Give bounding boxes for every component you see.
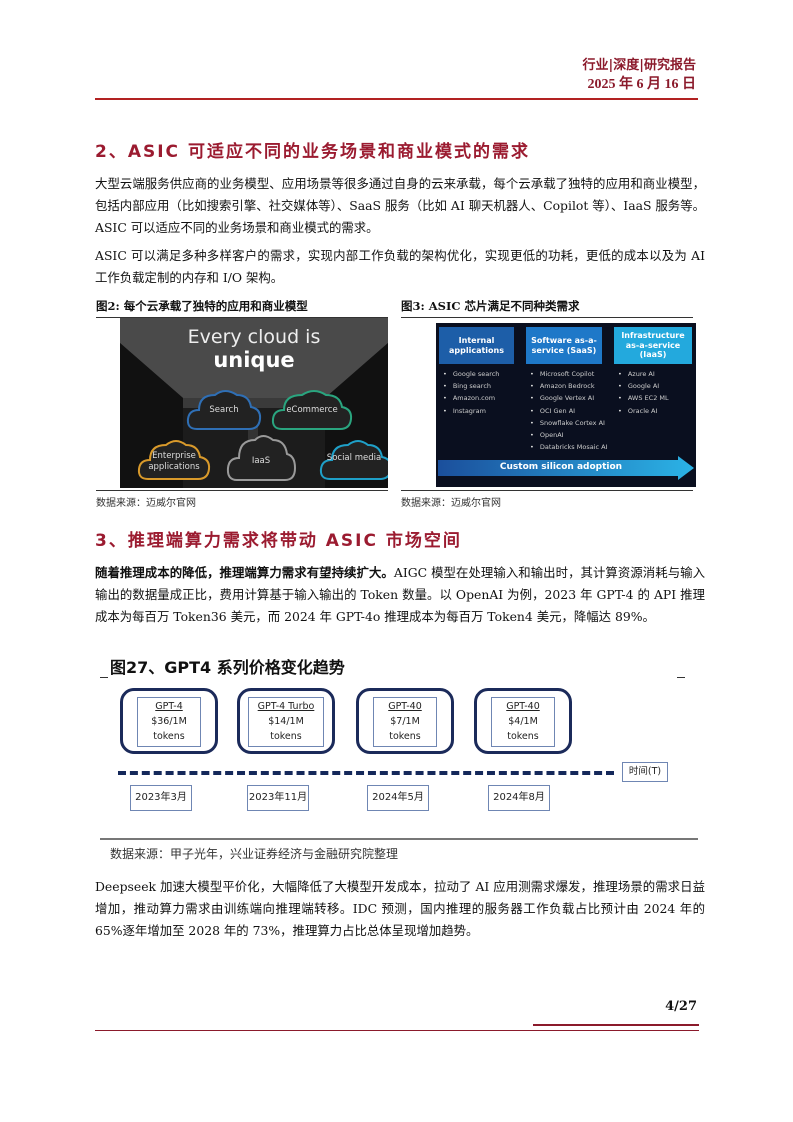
model-card-inner: GPT-40 $4/1M tokens [491, 697, 555, 747]
figure-27-source: 数据来源：甲子光年，兴业证券经济与金融研究院整理 [110, 847, 399, 861]
internal-app-list: Google search Bing search Amazon.com Ins… [443, 368, 500, 417]
report-date: 2025 年 6 月 16 日 [587, 77, 697, 92]
header-divider [95, 98, 698, 100]
list-item: Google AI [618, 380, 669, 392]
list-item: Microsoft Copilot [530, 368, 608, 380]
column-header-iaas: Infrastructure as-a-service (IaaS) [614, 327, 692, 364]
cloud-label: IaaS [251, 456, 271, 466]
model-name: GPT-4 [155, 701, 183, 712]
list-item: AWS EC2 ML [618, 392, 669, 404]
cloud-label: Enterprise applications [148, 451, 200, 472]
arrow-right-icon [438, 456, 694, 480]
cloud-icon [319, 440, 388, 480]
list-item: Amazon.com [443, 392, 499, 404]
date-label: 2023年11月 [247, 785, 309, 811]
report-header: 行业|深度|研究报告 2025 年 6 月 16 日 [583, 57, 696, 95]
date-label: 2024年5月 [367, 785, 429, 811]
iaas-list: Azure AI Google AI AWS EC2 ML Oracle AI [618, 368, 669, 417]
cloud-social-media: Social media [318, 433, 388, 483]
model-card-gpt4o-may: GPT-40 $7/1M tokens [356, 688, 454, 754]
list-item: Instagram [443, 405, 499, 417]
cloud-icon [137, 440, 211, 480]
figure-2-source: 数据来源：迈威尔官网 [96, 498, 196, 509]
model-name: GPT-40 [388, 701, 422, 712]
figure-2-bottom-rule [96, 490, 388, 491]
list-item: Bing search [443, 380, 499, 392]
list-item: Oracle AI [618, 405, 669, 417]
section-3-body: AIGC 模型在处理输入和输出时，其计算资源消耗与输入输出的数据量成正比，费用计… [95, 565, 705, 624]
report-category: 行业|深度|研究报告 [582, 58, 696, 73]
model-price: $36/1M [151, 716, 187, 727]
list-item: Databricks Mosaic AI [530, 441, 608, 453]
model-price: $4/1M [508, 716, 538, 727]
column-header-saas: Software as-a-service (SaaS) [526, 327, 602, 364]
model-price: $7/1M [390, 716, 420, 727]
list-item: OCI Gen AI [530, 405, 608, 417]
figure-3-bottom-rule [401, 490, 693, 491]
footer-divider-thin [95, 1030, 699, 1031]
list-item: Azure AI [618, 368, 669, 380]
list-item: Amazon Bedrock [530, 380, 608, 392]
list-item: OpenAI [530, 429, 608, 441]
model-price: $14/1M [268, 716, 304, 727]
cloud-icon [186, 390, 262, 430]
date-label: 2024年8月 [488, 785, 550, 811]
model-unit: tokens [153, 731, 185, 742]
time-axis-label: 时间(T) [622, 762, 668, 782]
list-item: Google search [443, 368, 500, 380]
section-2-paragraph-2: ASIC 可以满足多种多样客户的需求，实现内部工作负载的架构优化，实现更低的功耗… [95, 248, 705, 285]
cloud-icon [271, 390, 353, 430]
section-3-paragraph-1: 随着推理成本的降低，推理端算力需求有望持续扩大。AIGC 模型在处理输入和输出时… [95, 562, 705, 628]
column-header-internal: Internal applications [439, 327, 514, 364]
date-label: 2023年3月 [130, 785, 192, 811]
corner-mark [677, 677, 685, 678]
figure-27-title: 图27、GPT4 系列价格变化趋势 [110, 658, 345, 677]
model-card-gpt4-turbo: GPT-4 Turbo $14/1M tokens [237, 688, 335, 754]
model-unit: tokens [389, 731, 421, 742]
model-name: GPT-40 [506, 701, 540, 712]
model-card-inner: GPT-4 Turbo $14/1M tokens [248, 697, 324, 747]
figure-3-source: 数据来源：迈威尔官网 [401, 498, 501, 509]
model-unit: tokens [507, 731, 539, 742]
cloud-label: Search [209, 405, 239, 415]
arrow-label: Custom silicon adoption [499, 462, 623, 472]
model-unit: tokens [270, 731, 302, 742]
figure-3-top-rule [401, 317, 693, 318]
figure-2-caption: 图2: 每个云承载了独特的应用和商业模型 [96, 299, 308, 313]
list-item: Google Vertex AI [530, 392, 608, 404]
cloud-enterprise: Enterprise applications [136, 433, 212, 483]
figure-2-image: Every cloud is unique Search eCommerce E… [120, 318, 388, 488]
model-card-inner: GPT-4 $36/1M tokens [137, 697, 201, 747]
figure-3-image: Internal applications Software as-a-serv… [436, 323, 696, 487]
cloud-icon [226, 435, 297, 481]
timeline-axis [118, 771, 614, 775]
footer-divider-thick [533, 1024, 699, 1026]
figure-2-headline: Every cloud is [187, 326, 321, 348]
page-number: 4/27 [665, 999, 697, 1014]
model-name: GPT-4 Turbo [257, 701, 315, 712]
cloud-search: Search [185, 385, 263, 433]
cloud-label: eCommerce [286, 405, 338, 415]
model-card-gpt4: GPT-4 $36/1M tokens [120, 688, 218, 754]
saas-list: Microsoft Copilot Amazon Bedrock Google … [530, 368, 608, 453]
cloud-label: Social media [326, 453, 382, 463]
corner-mark [100, 677, 108, 678]
list-item: Snowflake Cortex AI [530, 417, 608, 429]
section-2-title: 2、ASIC 可适应不同的业务场景和商业模式的需求 [95, 142, 530, 162]
section-2-paragraph-1: 大型云端服务供应商的业务模型、应用场景等很多通过自身的云来承载，每个云承载了独特… [95, 176, 705, 235]
cloud-ecommerce: eCommerce [270, 385, 354, 433]
figure-27-bottom-rule [100, 838, 698, 840]
model-card-gpt4o-aug: GPT-40 $4/1M tokens [474, 688, 572, 754]
figure-2-top-rule [96, 317, 388, 318]
figure-2-headline-bold: unique [213, 348, 295, 372]
cloud-iaas: IaaS [225, 428, 297, 484]
model-card-inner: GPT-40 $7/1M tokens [373, 697, 437, 747]
figure-3-caption: 图3: ASIC 芯片满足不同种类需求 [401, 299, 580, 313]
section-3-paragraph-2: Deepseek 加速大模型平价化，大幅降低了大模型开发成本，拉动了 AI 应用… [95, 879, 705, 938]
section-3-title: 3、推理端算力需求将带动 ASIC 市场空间 [95, 531, 462, 551]
section-3-lead: 随着推理成本的降低，推理端算力需求有望持续扩大。 [95, 565, 394, 580]
